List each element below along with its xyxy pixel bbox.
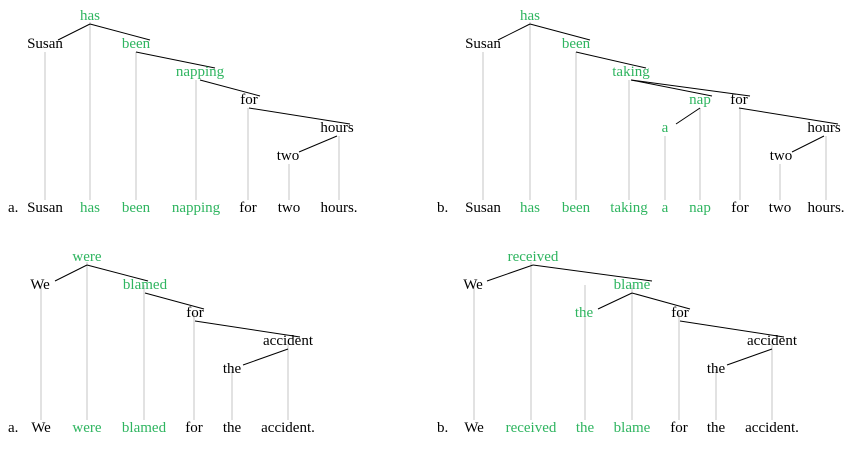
sentence-word[interactable]: accident. — [745, 420, 799, 436]
dependency-edge — [54, 264, 88, 282]
dependency-edge — [57, 23, 91, 41]
sentence-word[interactable]: been — [122, 200, 151, 216]
tree-node[interactable]: been — [562, 36, 591, 52]
tree-node[interactable]: a — [662, 120, 669, 136]
tree-enumeration-label: a. — [8, 200, 18, 216]
dependency-edge — [630, 79, 713, 97]
sentence-word[interactable]: were — [72, 420, 101, 436]
sentence-word[interactable]: nap — [689, 200, 711, 216]
sentence-word[interactable]: blame — [614, 420, 651, 436]
dependency-edge — [242, 348, 289, 366]
dependency-edge — [631, 292, 691, 310]
sentence-word[interactable]: Susan — [27, 200, 63, 216]
sentence-word[interactable]: a — [662, 200, 669, 216]
tree-node[interactable]: for — [730, 92, 748, 108]
dependency-edge — [675, 107, 701, 125]
dependency-edge — [135, 51, 216, 69]
dependency-edge — [298, 135, 338, 153]
tree-node[interactable]: blame — [614, 277, 651, 293]
tree-node[interactable]: Susan — [27, 36, 63, 52]
tree-node[interactable]: hours — [320, 120, 353, 136]
sentence-word[interactable]: Susan — [465, 200, 501, 216]
tree-node[interactable]: for — [671, 305, 689, 321]
dependency-edge — [248, 107, 351, 125]
sentence-word[interactable]: hours. — [807, 200, 844, 216]
dependency-edge — [497, 23, 531, 41]
sentence-word[interactable]: for — [731, 200, 749, 216]
tree-node[interactable]: were — [72, 249, 101, 265]
sentence-word[interactable]: two — [769, 200, 792, 216]
tree-node[interactable]: has — [520, 8, 540, 24]
tree-node[interactable]: hours — [807, 120, 840, 136]
sentence-word[interactable]: We — [31, 420, 51, 436]
tree-node[interactable]: nap — [689, 92, 711, 108]
sentence-word[interactable]: the — [223, 420, 242, 436]
tree-node[interactable]: the — [575, 305, 594, 321]
dependency-edge — [89, 23, 151, 41]
tree-enumeration-label: b. — [437, 200, 448, 216]
sentence-word[interactable]: accident. — [261, 420, 315, 436]
sentence-word[interactable]: has — [80, 200, 100, 216]
tree-node[interactable]: been — [122, 36, 151, 52]
sentence-word[interactable]: two — [278, 200, 301, 216]
tree-node[interactable]: the — [223, 361, 242, 377]
tree-node[interactable]: accident — [747, 333, 798, 349]
tree-node[interactable]: We — [30, 277, 50, 293]
tree-node[interactable]: accident — [263, 333, 314, 349]
sentence-word[interactable]: has — [520, 200, 540, 216]
dependency-edge — [738, 107, 839, 125]
sentence-word[interactable]: been — [562, 200, 591, 216]
sentence-word[interactable]: for — [185, 420, 203, 436]
tree-node[interactable]: has — [80, 8, 100, 24]
dependency-edge — [597, 292, 633, 310]
tree-enumeration-label: a. — [8, 420, 18, 436]
sentence-word[interactable]: the — [707, 420, 726, 436]
sentence-word[interactable]: hours. — [320, 200, 357, 216]
tree-node[interactable]: We — [463, 277, 483, 293]
tree-node[interactable]: Susan — [465, 36, 501, 52]
dependency-edge — [575, 51, 647, 69]
sentence-word[interactable]: We — [464, 420, 484, 436]
tree-node[interactable]: two — [277, 148, 300, 164]
dependency-edge — [194, 320, 301, 338]
tree-node[interactable]: the — [707, 361, 726, 377]
dependency-edge — [726, 348, 773, 366]
dependency-edge — [529, 23, 591, 41]
tree-node[interactable]: taking — [612, 64, 650, 80]
sentence-word[interactable]: taking — [610, 200, 648, 216]
dependency-edge — [144, 292, 205, 310]
dependency-edge — [199, 79, 261, 97]
sentence-word[interactable]: for — [239, 200, 257, 216]
dependency-edge — [679, 320, 785, 338]
dependency-edge — [630, 79, 751, 97]
tree-node[interactable]: received — [508, 249, 559, 265]
tree-node[interactable]: napping — [176, 64, 225, 80]
sentence-word[interactable]: received — [506, 420, 557, 436]
tree-node[interactable]: blamed — [123, 277, 168, 293]
tree-enumeration-label: b. — [437, 420, 448, 436]
tree-node[interactable]: for — [240, 92, 258, 108]
dependency-edge — [486, 264, 534, 282]
dependency-edge — [791, 135, 825, 153]
sentence-word[interactable]: for — [670, 420, 688, 436]
tree-node[interactable]: two — [770, 148, 793, 164]
dependency-edge — [532, 264, 653, 282]
sentence-word[interactable]: napping — [172, 200, 221, 216]
tree-node[interactable]: for — [186, 305, 204, 321]
dependency-edge — [86, 264, 149, 282]
sentence-word[interactable]: the — [576, 420, 595, 436]
sentence-word[interactable]: blamed — [122, 420, 167, 436]
